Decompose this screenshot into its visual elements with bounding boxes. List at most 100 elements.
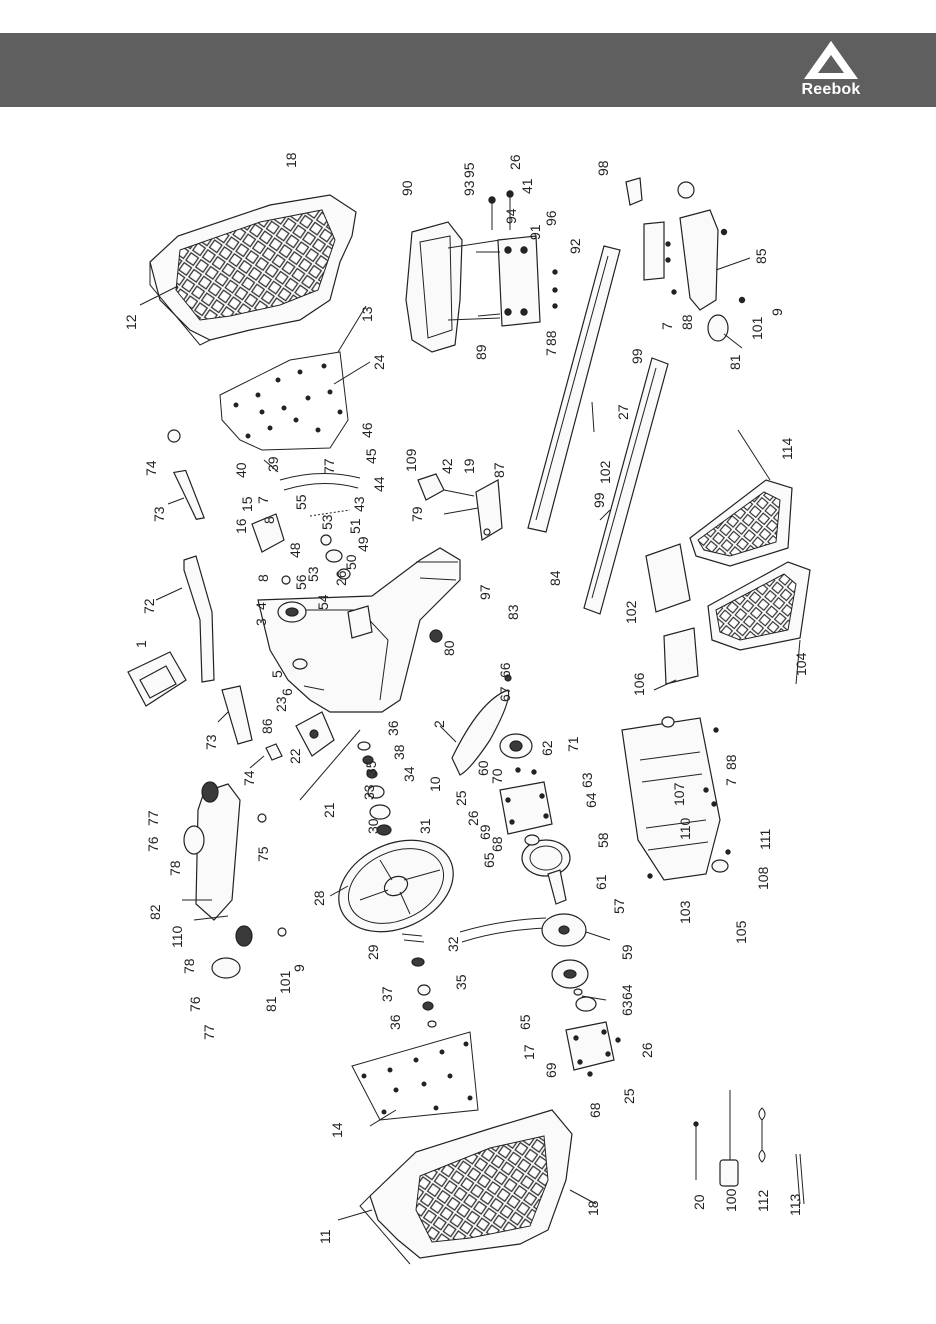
callout-32: 32 bbox=[445, 936, 461, 952]
callout-33: 33 bbox=[361, 784, 377, 800]
callout-21: 21 bbox=[321, 802, 337, 818]
callout-104: 104 bbox=[793, 652, 809, 676]
callout-60: 60 bbox=[475, 760, 491, 776]
callout-35: 35 bbox=[453, 974, 469, 990]
callout-92: 92 bbox=[567, 238, 583, 254]
callout-18: 18 bbox=[585, 1200, 601, 1216]
callout-8: 8 bbox=[255, 574, 271, 582]
callout-96: 96 bbox=[543, 210, 559, 226]
axle-stack-29 bbox=[401, 933, 437, 1028]
brand-name: Reebok bbox=[801, 81, 861, 98]
callout-64: 64 bbox=[583, 792, 599, 808]
callout-3: 3 bbox=[253, 618, 269, 626]
callout-88: 88 bbox=[723, 754, 739, 770]
callout-112: 112 bbox=[755, 1189, 771, 1212]
callout-16: 16 bbox=[233, 518, 249, 534]
tension-assembly bbox=[279, 473, 361, 580]
pedal-straps-106 bbox=[645, 543, 699, 685]
part-callouts: 18 12 13 24 74 73 72 1 73 74 40 39 77 46… bbox=[123, 152, 809, 1244]
callout-84: 84 bbox=[547, 570, 563, 586]
seat-rail-27 bbox=[527, 245, 621, 533]
callout-77: 77 bbox=[321, 458, 337, 474]
callout-6: 6 bbox=[279, 688, 295, 696]
callout-68: 68 bbox=[587, 1102, 603, 1118]
callout-14: 14 bbox=[329, 1122, 345, 1138]
callout-9: 9 bbox=[291, 964, 307, 972]
callout-50: 50 bbox=[343, 554, 359, 570]
callout-25: 25 bbox=[621, 1088, 637, 1104]
side-shroud-lower bbox=[359, 1109, 573, 1265]
callout-102: 102 bbox=[597, 460, 613, 484]
callout-87: 87 bbox=[491, 462, 507, 478]
bracket-plate-63 bbox=[499, 767, 571, 905]
crank-bearing-stack bbox=[357, 741, 392, 836]
callout-49: 49 bbox=[355, 536, 371, 552]
callout-99: 99 bbox=[629, 348, 645, 364]
callout-29: 29 bbox=[365, 944, 381, 960]
callout-39: 39 bbox=[265, 456, 281, 472]
callout-10: 10 bbox=[427, 776, 443, 792]
callout-58: 58 bbox=[595, 832, 611, 848]
leader-lines bbox=[139, 251, 801, 1221]
pedal-left-104 bbox=[707, 561, 811, 651]
lower-bearing-59 bbox=[551, 959, 597, 1012]
callout-26: 26 bbox=[639, 1042, 655, 1058]
main-rail-84 bbox=[583, 357, 669, 615]
callout-43: 43 bbox=[351, 496, 367, 512]
callout-110: 110 bbox=[677, 817, 693, 840]
callout-89: 89 bbox=[473, 344, 489, 360]
callout-54: 54 bbox=[315, 594, 331, 610]
callout-56: 56 bbox=[293, 574, 309, 590]
bracket-plate-lower bbox=[565, 1021, 621, 1077]
flywheel-28 bbox=[338, 839, 454, 933]
callout-77: 77 bbox=[145, 810, 161, 826]
accessories bbox=[693, 1090, 805, 1205]
tension-cable-21 bbox=[299, 729, 361, 801]
callout-111: 111 bbox=[757, 829, 773, 850]
callout-98: 98 bbox=[595, 160, 611, 176]
callout-114: 114 bbox=[779, 437, 795, 460]
callout-27: 27 bbox=[615, 404, 631, 420]
callout-2: 2 bbox=[431, 720, 447, 728]
callout-83: 83 bbox=[505, 604, 521, 620]
callout-12: 12 bbox=[123, 314, 139, 330]
callout-91: 91 bbox=[527, 224, 543, 240]
callout-57: 57 bbox=[611, 898, 627, 914]
callout-44: 44 bbox=[371, 476, 387, 492]
callout-5: 5 bbox=[269, 670, 285, 678]
callout-7: 7 bbox=[543, 348, 559, 356]
callout-113: 113 bbox=[787, 1193, 803, 1216]
callout-109: 109 bbox=[403, 448, 419, 472]
callout-66: 66 bbox=[497, 662, 513, 678]
callout-42: 42 bbox=[439, 458, 455, 474]
callout-23: 23 bbox=[273, 696, 289, 712]
callout-63: 63 bbox=[619, 1000, 635, 1016]
callout-99: 99 bbox=[591, 492, 607, 508]
callout-41: 41 bbox=[519, 178, 535, 194]
callout-86: 86 bbox=[259, 718, 275, 734]
callout-74: 74 bbox=[143, 460, 159, 476]
callout-101: 101 bbox=[277, 970, 293, 994]
callout-13: 13 bbox=[359, 306, 375, 322]
callout-48: 48 bbox=[287, 542, 303, 558]
idler-57 bbox=[459, 913, 587, 947]
callout-46: 46 bbox=[359, 422, 375, 438]
callout-77: 77 bbox=[201, 1024, 217, 1040]
callout-61: 61 bbox=[593, 874, 609, 890]
callout-15: 15 bbox=[239, 496, 255, 512]
callout-101: 101 bbox=[749, 316, 765, 340]
callout-76: 76 bbox=[187, 996, 203, 1012]
side-shroud-upper bbox=[149, 194, 357, 346]
callout-9: 9 bbox=[769, 308, 785, 316]
callout-51: 51 bbox=[347, 518, 363, 534]
callout-80: 80 bbox=[441, 640, 457, 656]
main-frame-2 bbox=[257, 547, 461, 713]
callout-103: 103 bbox=[677, 900, 693, 924]
callout-1: 1 bbox=[133, 640, 149, 648]
callout-76: 76 bbox=[145, 836, 161, 852]
callout-95: 95 bbox=[461, 162, 477, 178]
callout-36: 36 bbox=[385, 720, 401, 736]
handlebar-brackets bbox=[251, 513, 335, 757]
callout-53: 53 bbox=[305, 566, 321, 582]
callout-36: 36 bbox=[387, 1014, 403, 1030]
